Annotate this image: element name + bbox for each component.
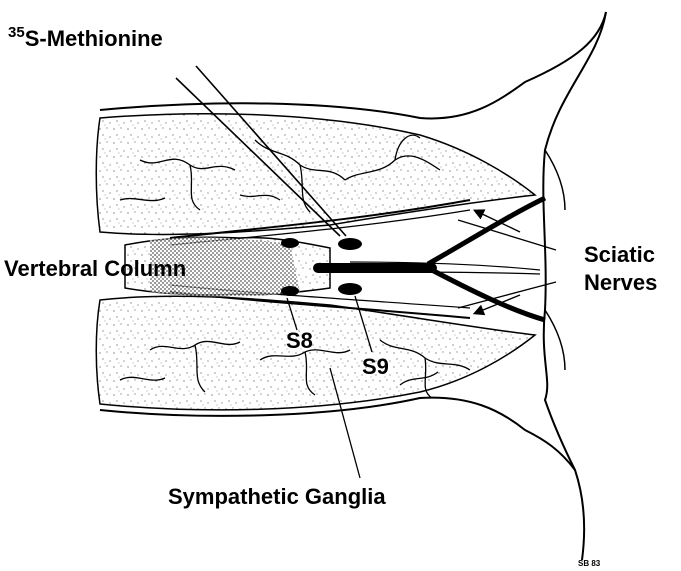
sciatic-nerve-upper (428, 198, 545, 264)
ganglia-label: Sympathetic Ganglia (168, 486, 386, 508)
thigh-outline (545, 150, 565, 210)
sciatic-label-line2: Nerves (584, 272, 657, 294)
vertebral-column-label: Vertebral Column (4, 258, 186, 280)
s8-label: S8 (286, 330, 313, 352)
ganglion-s9-upper (338, 238, 362, 250)
ganglion-s8-lower (281, 286, 299, 296)
sciatic-label-line1: Sciatic (584, 244, 655, 266)
ganglion-s8-upper (281, 238, 299, 248)
upper-muscle (96, 114, 535, 235)
artist-signature: SB 83 (578, 560, 600, 568)
thigh-outline (545, 310, 565, 370)
isotope-superscript: 35 (8, 24, 25, 41)
sciatic-nerve-lower (428, 268, 545, 320)
tracer-name: S-Methionine (25, 26, 163, 51)
lower-muscle (96, 296, 535, 410)
body-outline (100, 12, 606, 118)
ganglion-s9-lower (338, 283, 362, 295)
s9-label: S9 (362, 356, 389, 378)
tracer-label: 35S-Methionine (8, 28, 163, 50)
